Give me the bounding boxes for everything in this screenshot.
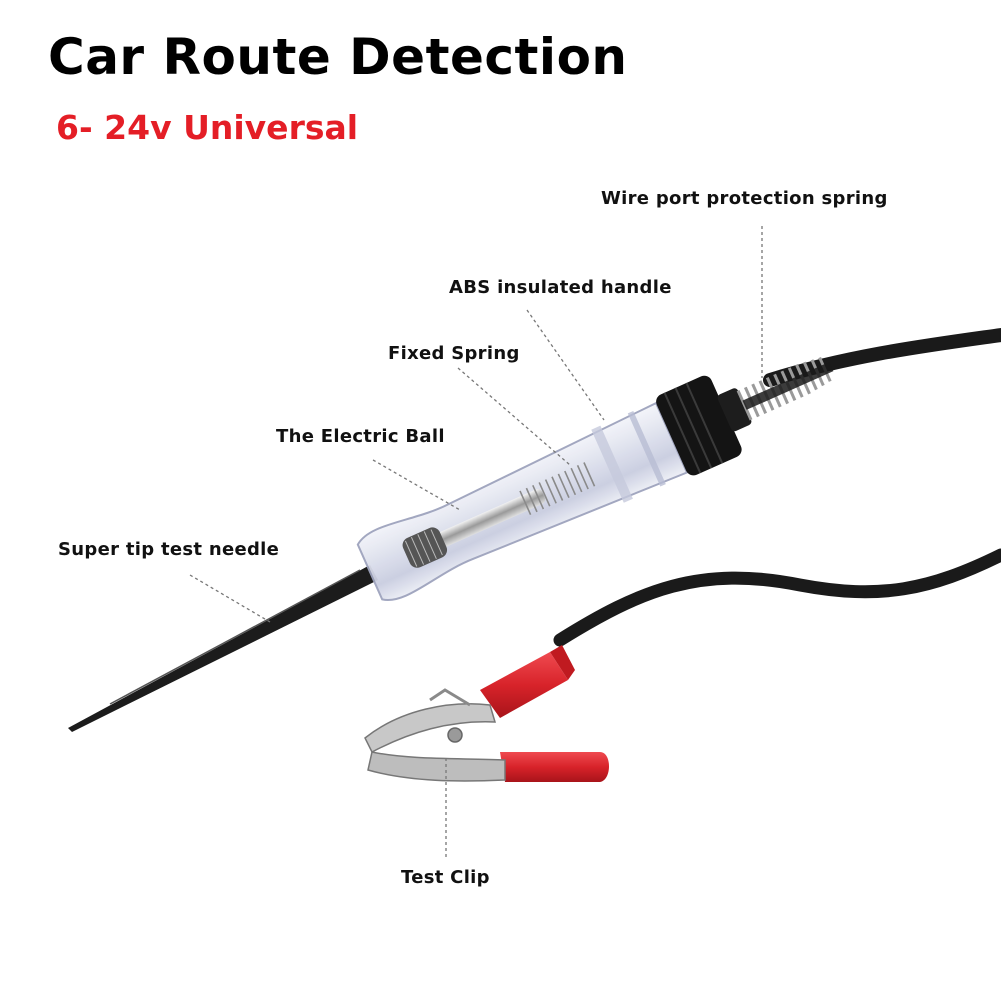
callout-electric-ball: The Electric Ball [276, 426, 445, 447]
page-subtitle: 6- 24v Universal [56, 108, 359, 147]
inner-rod [423, 489, 546, 554]
callout-abs-handle: ABS insulated handle [449, 277, 672, 298]
callout-test-clip: Test Clip [401, 867, 490, 888]
cable-loop [553, 548, 1001, 647]
clip-sleeve-lower [500, 752, 609, 782]
handle-assembly [356, 356, 834, 602]
leader-lines [189, 226, 763, 858]
callout-fixed-spring: Fixed Spring [388, 343, 520, 364]
test-needle [68, 565, 378, 732]
clip-jaw-upper [364, 703, 497, 754]
page-title: Car Route Detection [48, 28, 628, 86]
alligator-clip [364, 645, 609, 782]
callout-wire-spring: Wire port protection spring [601, 188, 888, 209]
callout-test-needle: Super tip test needle [58, 539, 280, 560]
fixed-spring [519, 462, 596, 516]
clip-jaw-lower [367, 751, 506, 782]
clip-sleeve-upper [480, 652, 568, 718]
